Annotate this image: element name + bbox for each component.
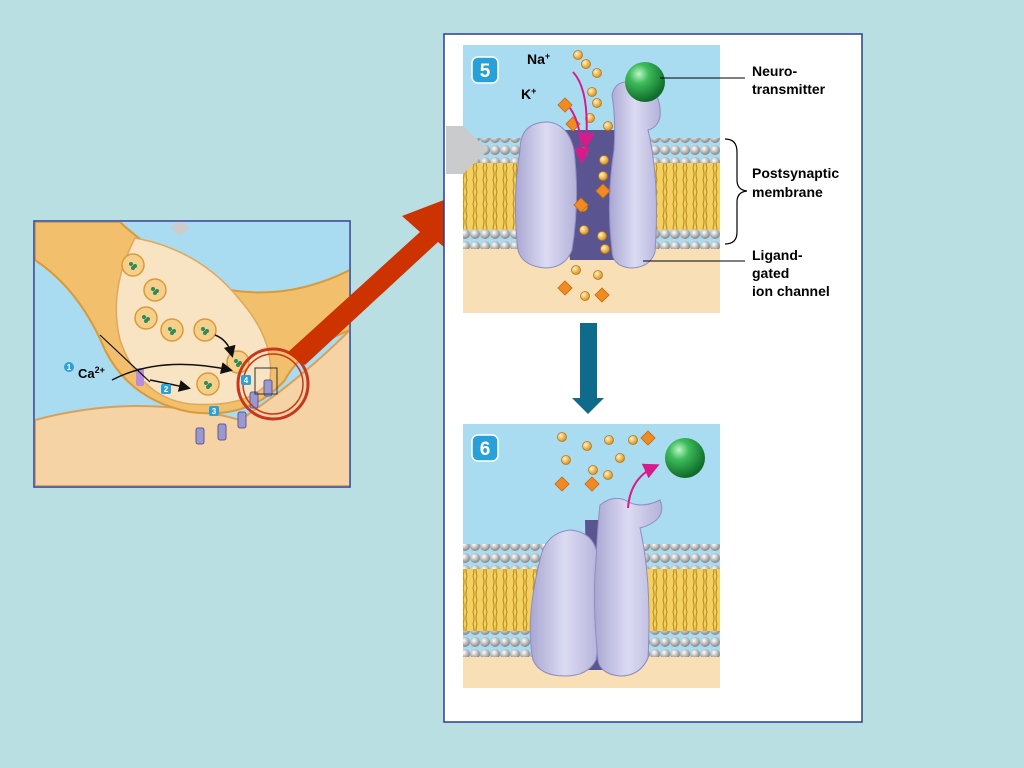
zoom-box <box>254 367 278 395</box>
svg-text:2: 2 <box>164 385 169 394</box>
na-ion <box>561 455 571 465</box>
vesicle <box>160 318 184 342</box>
membrane-bracket <box>724 138 748 245</box>
na-ion <box>604 435 614 445</box>
vesicle <box>134 306 158 330</box>
ligand-gated-channel-closed <box>529 497 663 677</box>
svg-text:6: 6 <box>480 439 491 460</box>
na-ion <box>585 113 595 123</box>
grey-arrow <box>446 126 488 174</box>
na-ion <box>603 121 613 131</box>
na-ion <box>628 435 638 445</box>
released-neurotransmitter <box>665 438 705 478</box>
na-ion <box>582 441 592 451</box>
calcium-channel <box>136 368 144 386</box>
ca-ion-label: Ca2+ <box>78 365 105 381</box>
neurotransmitter <box>625 62 665 102</box>
highlight-circle <box>236 347 310 421</box>
na-ion <box>598 171 608 181</box>
step-badge-2: 2 <box>161 384 171 394</box>
na-ion <box>581 59 591 69</box>
k-label: K+ <box>521 86 536 102</box>
detail-panel: 5 Na+ K+ Neuro- transmitter Postsynaptic… <box>443 33 863 723</box>
channel-label: Ligand- gated ion channel <box>752 247 830 299</box>
vesicle-move-arrow <box>149 379 191 392</box>
na-ion <box>597 231 607 241</box>
synaptic-vesicles <box>121 253 250 396</box>
k-ion <box>557 280 573 296</box>
neurotransmitter-label: Neuro- transmitter <box>752 63 826 97</box>
ions-step6 <box>554 430 656 492</box>
vesicle <box>143 278 167 302</box>
vesicle <box>121 253 145 277</box>
k-ion <box>595 183 611 199</box>
vesicle <box>193 318 217 342</box>
zoom-arrow <box>287 190 470 365</box>
step5-panel: 5 Na+ K+ <box>446 45 720 313</box>
step-badge-1: 1 <box>64 362 74 372</box>
pointer-line <box>99 334 151 383</box>
na-flow-arrow <box>572 71 595 149</box>
na-ion <box>557 432 567 442</box>
na-label: Na+ <box>527 51 550 67</box>
na-ion <box>593 270 603 280</box>
na-ion <box>573 50 583 60</box>
ca-flow-arrow <box>111 362 233 381</box>
na-ion <box>579 225 589 235</box>
k-ion <box>640 430 656 446</box>
na-ion <box>587 87 597 97</box>
ligand-gated-channel-open <box>514 81 661 269</box>
membrane-label: Postsynaptic membrane <box>752 165 843 200</box>
na-ion <box>592 98 602 108</box>
na-ion <box>600 244 610 254</box>
k-ion <box>573 197 589 213</box>
k-ion <box>554 476 570 492</box>
svg-text:3: 3 <box>212 407 217 416</box>
na-ion <box>592 68 602 78</box>
step-badge-5: 5 <box>471 56 499 84</box>
vesicle-fusion-arrow <box>214 334 236 358</box>
na-ion <box>599 155 609 165</box>
k-ion <box>584 476 600 492</box>
step-badge-6: 6 <box>471 434 499 462</box>
k-ion <box>594 287 610 303</box>
na-ion <box>588 465 598 475</box>
vesicle <box>196 372 220 396</box>
postsynaptic-receptors <box>195 379 273 445</box>
release-arrow <box>627 463 660 509</box>
na-ion <box>580 291 590 301</box>
na-ion <box>571 265 581 275</box>
step6-panel: 6 <box>463 424 720 688</box>
next-step-arrow <box>572 323 604 414</box>
ions-step5 <box>557 50 613 303</box>
k-flow-arrow <box>569 107 590 164</box>
na-ion <box>578 147 588 157</box>
svg-text:1: 1 <box>67 363 72 372</box>
k-ion <box>557 97 573 113</box>
na-ion <box>615 453 625 463</box>
svg-text:5: 5 <box>480 61 491 82</box>
step-badge-3: 3 <box>209 406 219 416</box>
na-ion <box>603 470 613 480</box>
step-badge-4: 4 <box>241 375 251 385</box>
overview-panel: 1 2 3 4 Ca2+ <box>33 220 351 488</box>
svg-text:4: 4 <box>244 376 249 385</box>
